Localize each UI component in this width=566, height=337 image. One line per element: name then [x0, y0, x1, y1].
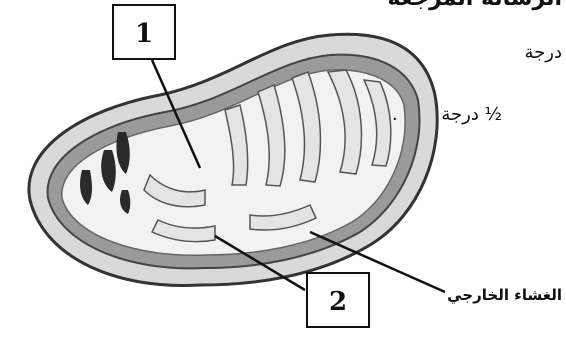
outer-membrane-label: الغشاء الخارجي — [447, 286, 562, 304]
bullet-dot: . — [392, 104, 398, 125]
half-degree-line: ½ درجة — [441, 104, 502, 125]
cut-off-top-text: الرسالة المرجعة — [388, 0, 563, 11]
label-box-1: 1 — [112, 4, 176, 60]
degree-line: درجة — [525, 42, 563, 63]
label-box-2: 2 — [306, 272, 370, 328]
